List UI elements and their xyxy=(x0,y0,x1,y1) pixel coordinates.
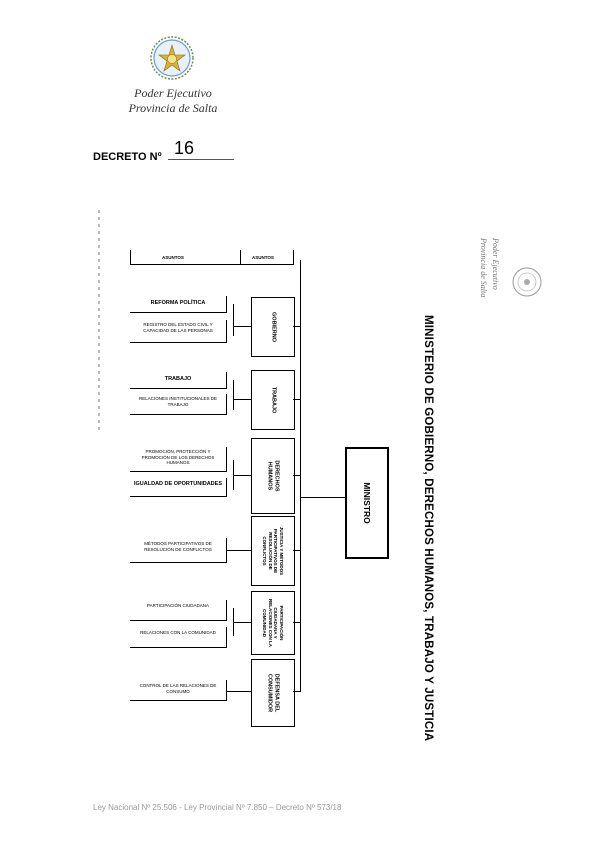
secretariat-label: JUSTICIA Y MÉTODOS PARTICIPATIVOS DE RES… xyxy=(262,526,285,576)
decreto-number: 16 xyxy=(174,138,195,158)
subsecretariat-box: TRABAJO xyxy=(130,372,227,389)
subsecretariat-box: REFORMA POLÍTICA xyxy=(130,296,227,313)
top-row-item-1: ASUNTOS xyxy=(162,255,184,260)
subsecretariat-box: REGISTRO DEL ESTADO CIVIL Y CAPACIDAD DE… xyxy=(130,320,227,343)
ministry-title: MINISTERIO DE GOBIERNO, DERECHOS HUMANOS… xyxy=(422,315,434,742)
secretariat-label: DEFENSA DEL CONSUMIDOR xyxy=(267,673,280,713)
subsecretariat-label: REFORMA POLÍTICA xyxy=(150,300,206,306)
minister-label: MINISTRO xyxy=(362,482,372,524)
subsecretariat-box: PROMOCIÓN, PROTECCIÓN Y PROMOCIÓN DE LOS… xyxy=(130,447,227,472)
signature-seal xyxy=(510,265,544,299)
margin-note xyxy=(95,210,103,430)
subsecretariat-box: RELACIONES INSTITUCIONALES DE TRABAJO xyxy=(130,394,227,415)
decreto-label: DECRETO Nº xyxy=(93,151,162,163)
subsecretariat-box: RELACIONES CON LA COMUNIDAD xyxy=(130,627,227,648)
secretariat-label: DERECHOS HUMANOS xyxy=(267,460,280,492)
secretariat-label: PARTICIPACIÓN CIUDADANA Y RELACIONES CON… xyxy=(262,598,285,647)
subsecretariat-label: REGISTRO DEL ESTADO CIVIL Y CAPACIDAD DE… xyxy=(143,322,213,333)
subsecretariat-label: MÉTODOS PARTICIPATIVOS DE RESOLUCIÓN DE … xyxy=(144,541,212,552)
subsecretariat-label: RELACIONES CON LA COMUNIDAD xyxy=(140,630,216,635)
top-row-item-2: ASUNTOS xyxy=(252,255,274,260)
secretariat-label: GOBIERNO xyxy=(270,312,277,342)
secretariat-box-justicia: JUSTICIA Y MÉTODOS PARTICIPATIVOS DE RES… xyxy=(251,516,295,586)
top-row-line xyxy=(130,264,293,265)
secretariat-box-derechos-humanos: DERECHOS HUMANOS xyxy=(251,438,295,514)
main-vertical-connector xyxy=(300,260,301,692)
secretariat-box-participacion: PARTICIPACIÓN CIUDADANA Y RELACIONES CON… xyxy=(251,591,295,655)
subsecretariat-label: PROMOCIÓN, PROTECCIÓN Y PROMOCIÓN DE LOS… xyxy=(141,449,215,465)
footer-legal-text: Ley Nacional Nº 25.506 - Ley Provincial … xyxy=(93,803,342,812)
subsecretariat-label: IGUALDAD DE OPORTUNIDADES xyxy=(133,481,222,487)
subsecretariat-box: CONTROL DE LAS RELACIONES DE CONSUMO xyxy=(130,680,227,701)
subsecretariat-label: TRABAJO xyxy=(164,376,192,382)
signature-line2: Provincia de Salta xyxy=(479,238,488,298)
secretariat-box-trabajo: TRABAJO xyxy=(251,370,295,430)
subsecretariat-box: MÉTODOS PARTICIPATIVOS DE RESOLUCIÓN DE … xyxy=(130,538,227,563)
secretariat-label: TRABAJO xyxy=(270,386,277,414)
secretariat-box-gobierno: GOBIERNO xyxy=(251,297,295,357)
subsecretariat-label: CONTROL DE LAS RELACIONES DE CONSUMO xyxy=(139,683,217,694)
secretariat-box-defensa-consumidor: DEFENSA DEL CONSUMIDOR xyxy=(251,659,295,727)
header-line1: Poder Ejecutivo xyxy=(134,86,212,100)
subsecretariat-box: PARTICIPACIÓN CIUDADANA xyxy=(130,600,227,621)
signature-line1: Poder Ejecutivo xyxy=(491,238,500,290)
subsecretariat-label: PARTICIPACIÓN CIUDADANA xyxy=(146,603,209,608)
subsecretariat-label: RELACIONES INSTITUCIONALES DE TRABAJO xyxy=(138,396,218,407)
decreto-number-line xyxy=(168,159,234,160)
provincial-emblem xyxy=(150,36,194,80)
minister-connector xyxy=(300,497,345,498)
minister-box: MINISTRO xyxy=(345,447,389,559)
header-line2: Provincia de Salta xyxy=(128,101,218,115)
subsecretariat-box: IGUALDAD DE OPORTUNIDADES xyxy=(130,478,227,497)
